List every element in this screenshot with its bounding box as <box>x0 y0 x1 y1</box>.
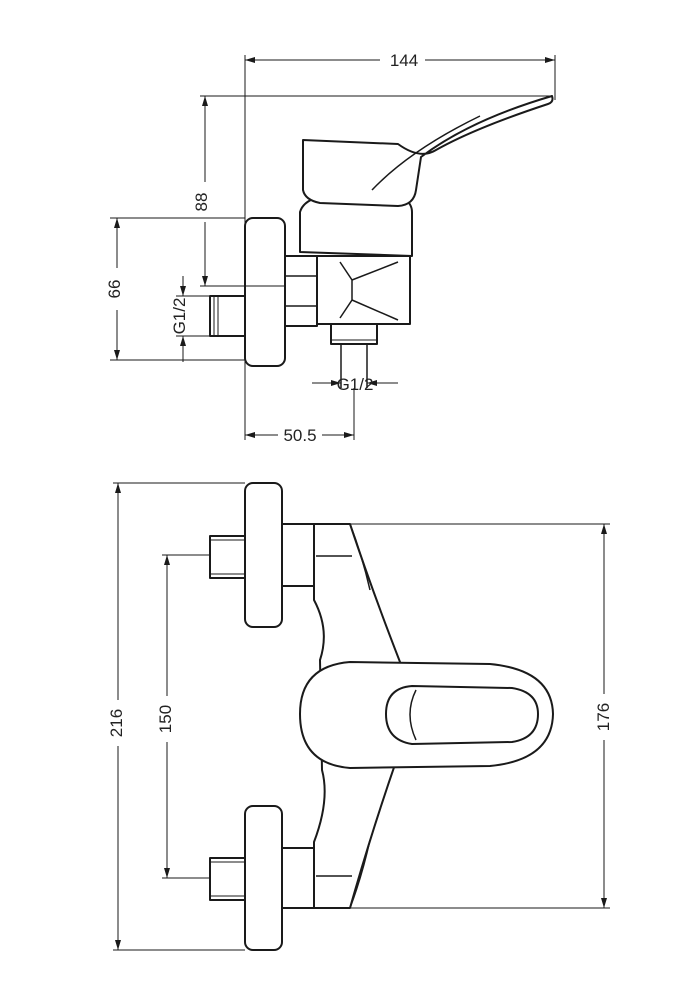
lever-grip <box>385 685 539 745</box>
wall-flange <box>244 217 286 367</box>
upper-inlet-assembly <box>209 482 315 628</box>
dim-outlet-thread: G1/2 <box>312 375 398 394</box>
dim-88-label: 88 <box>192 193 211 212</box>
dim-inlet-thread-label: G1/2 <box>170 298 189 335</box>
dim-216: 216 <box>107 482 245 951</box>
dim-88: 88 <box>192 95 552 287</box>
hex-nut <box>284 255 318 327</box>
dim-176-label: 176 <box>594 703 613 731</box>
side-view: 144 88 66 G1/2 <box>105 51 556 445</box>
outlet-connector <box>330 323 378 388</box>
dim-144-label: 144 <box>390 51 418 70</box>
lever-handle <box>302 95 554 207</box>
dim-176: 176 <box>350 523 613 909</box>
dim-outlet-thread-label: G1/2 <box>337 375 374 394</box>
dim-66-label: 66 <box>105 280 124 299</box>
body-block <box>316 255 411 325</box>
dim-50-5-label: 50.5 <box>283 426 316 445</box>
dim-inlet-thread: G1/2 <box>170 276 210 362</box>
dim-150: 150 <box>156 554 210 879</box>
inlet-connector <box>209 295 246 337</box>
dim-66: 66 <box>105 217 245 361</box>
dim-216-label: 216 <box>107 709 126 737</box>
dim-150-label: 150 <box>156 705 175 733</box>
front-view: 216 150 176 <box>107 482 613 951</box>
dim-144: 144 <box>244 51 556 440</box>
lower-inlet-assembly <box>209 805 315 951</box>
dim-50-5: 50.5 <box>245 388 355 445</box>
